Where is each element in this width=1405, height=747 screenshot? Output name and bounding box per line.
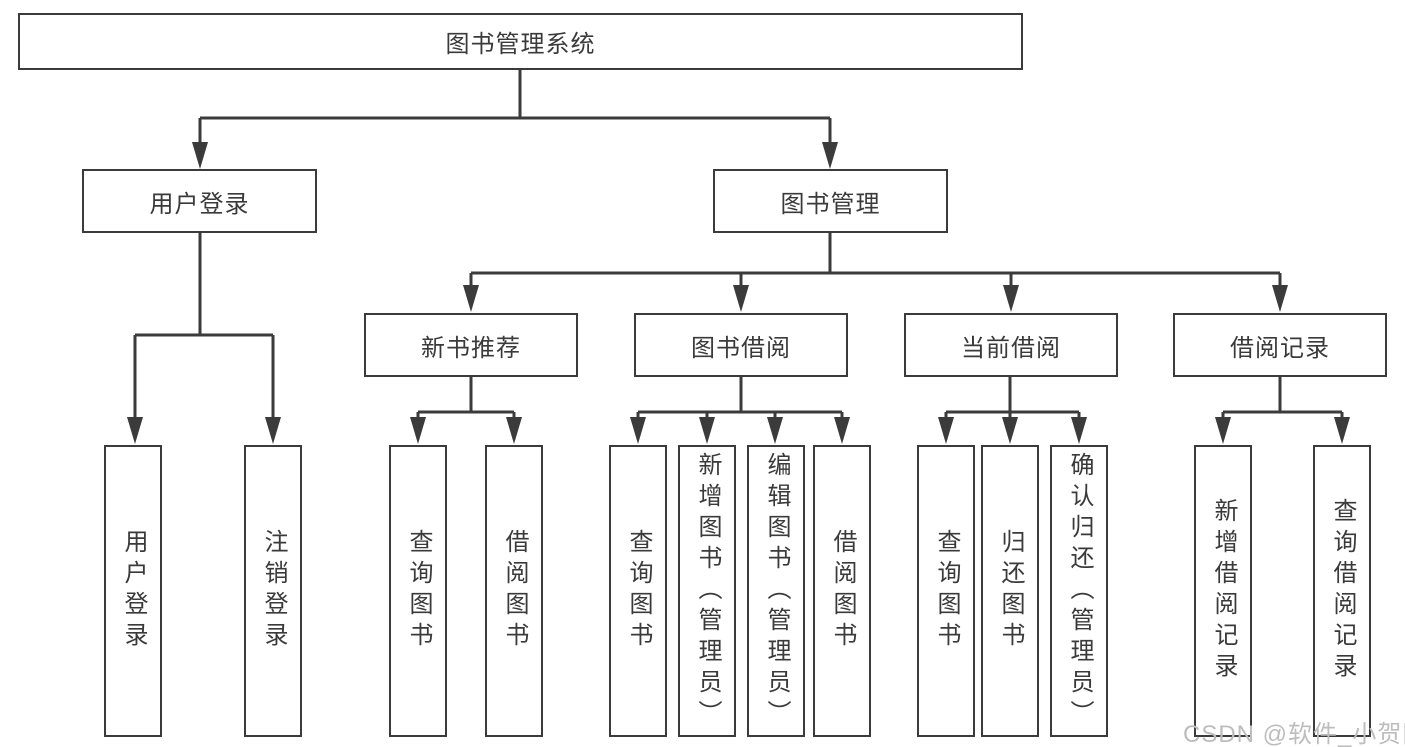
leaf-records-add-record: 新增借阅记录: [1194, 445, 1252, 737]
leaf-borrow-edit-book-admin-label: 编辑图书（管理员）: [763, 451, 790, 731]
node-new-book-recommend-label: 新书推荐: [421, 334, 521, 362]
leaf-records-add-record-label: 新增借阅记录: [1210, 498, 1237, 684]
leaf-logout: 注销登录: [244, 445, 302, 737]
leaf-borrow-add-book-admin-label: 新增图书（管理员）: [694, 451, 721, 731]
arrowheads: [127, 142, 1350, 444]
node-current-borrow: 当前借阅: [904, 313, 1118, 377]
leaf-logout-label: 注销登录: [260, 529, 287, 653]
node-user-login-label: 用户登录: [149, 190, 250, 218]
leaf-records-query-record-label: 查询借阅记录: [1329, 498, 1356, 684]
leaf-current-confirm-return-admin-label: 确认归还（管理员）: [1066, 451, 1093, 731]
node-root-label: 图书管理系统: [445, 31, 596, 58]
node-root: 图书管理系统: [18, 13, 1023, 70]
leaf-recommend-query-book-label: 查询图书: [405, 529, 432, 653]
leaf-borrow-add-book-admin: 新增图书（管理员）: [678, 445, 736, 737]
node-borrow-records-label: 借阅记录: [1230, 334, 1330, 362]
leaf-borrow-borrow-book-label: 借阅图书: [829, 529, 856, 653]
leaf-current-confirm-return-admin: 确认归还（管理员）: [1050, 445, 1108, 737]
node-book-management: 图书管理: [713, 169, 948, 233]
node-book-borrow: 图书借阅: [634, 313, 848, 377]
tree-edges: [133, 70, 1344, 420]
watermark: CSDN @软件_小贺同学: [1183, 721, 1405, 747]
leaf-user-login-label: 用户登录: [120, 529, 147, 653]
leaf-borrow-query-book: 查询图书: [609, 445, 667, 737]
node-new-book-recommend: 新书推荐: [364, 313, 578, 377]
leaf-recommend-borrow-book: 借阅图书: [485, 445, 543, 737]
leaf-current-return-book: 归还图书: [981, 445, 1039, 737]
leaf-user-login: 用户登录: [104, 445, 162, 737]
leaf-current-return-book-label: 归还图书: [997, 529, 1024, 653]
node-current-borrow-label: 当前借阅: [961, 334, 1061, 362]
leaf-recommend-query-book: 查询图书: [389, 445, 447, 737]
node-book-management-label: 图书管理: [780, 190, 881, 218]
leaf-borrow-edit-book-admin: 编辑图书（管理员）: [747, 445, 805, 737]
node-book-borrow-label: 图书借阅: [691, 334, 791, 362]
leaf-borrow-query-book-label: 查询图书: [625, 529, 652, 653]
leaf-recommend-borrow-book-label: 借阅图书: [501, 529, 528, 653]
leaf-records-query-record: 查询借阅记录: [1313, 445, 1371, 737]
leaf-current-query-book-label: 查询图书: [933, 529, 960, 653]
node-user-login: 用户登录: [82, 169, 317, 233]
node-borrow-records: 借阅记录: [1173, 313, 1387, 377]
leaf-current-query-book: 查询图书: [917, 445, 975, 737]
leaf-borrow-borrow-book: 借阅图书: [813, 445, 871, 737]
